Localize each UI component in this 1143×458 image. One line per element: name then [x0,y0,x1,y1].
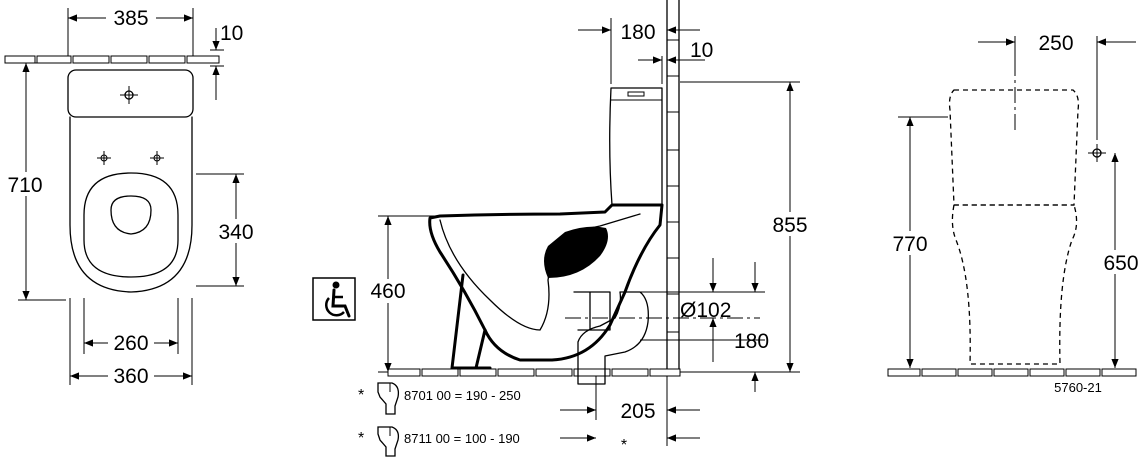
note-row-1: * 8701 00 = 190 - 250 [358,382,521,415]
dim-385-label: 385 [113,7,148,30]
side-pan-connector [577,291,649,385]
front-cistern-outline [948,89,1080,206]
dim-260-label: 260 [113,332,148,355]
dim-variable: * [560,434,700,454]
bowl-opening [110,195,152,235]
side-floor-tiles [387,368,681,377]
note-2-star: * [358,430,364,447]
bowl-outline [69,116,193,293]
dim-360: 360 [69,298,193,388]
dim-10-side-label: 10 [690,39,713,62]
fixing-hole-left [97,151,111,165]
cistern-outline [67,69,194,118]
note-1-text: 8701 00 = 190 - 250 [404,388,521,403]
dim-855: 855 [680,81,813,373]
side-trap [544,226,608,278]
cistern-flush-symbol [120,86,138,104]
pan-connector-icon [377,426,400,457]
dim-855-label: 855 [772,214,807,237]
dim-770: 770 [888,116,948,368]
dim-205-label: 205 [620,400,655,423]
side-outlet-pipe [573,291,611,331]
seat-outline [83,172,179,278]
dim-180-top-label: 180 [620,21,655,44]
dim-diameter-102-label: Ø102 [680,299,731,322]
top-view: 385 10 710 340 [2,5,258,388]
dim-250: 250 [978,32,1136,140]
dim-650: 650 [1101,153,1141,368]
dim-340: 340 [196,173,258,287]
dim-10-top: 10 [210,22,243,100]
front-fixing-point [1088,144,1106,162]
dim-180-bottom: 180 [709,318,769,392]
side-bowl [428,203,664,362]
dim-260: 260 [83,298,179,355]
wheelchair-icon [312,277,356,321]
dim-770-label: 770 [892,233,927,256]
dim-360-label: 360 [113,365,148,388]
dim-460-label: 460 [370,280,405,303]
side-wall [666,0,680,373]
dim-205: 205 [560,376,700,446]
front-bowl-outline [951,204,1078,365]
front-floor-tiles [887,368,1137,377]
drawing-number: 5760-21 [1054,380,1102,395]
dim-250-label: 250 [1038,32,1073,55]
dim-650-label: 650 [1103,252,1138,275]
front-view: 250 770 650 5760-21 [887,32,1141,395]
dim-710-label: 710 [7,174,42,197]
dim-340-label: 340 [218,221,253,244]
pan-connector-icon [377,382,400,415]
side-view: 180 10 855 460 [312,0,813,454]
note-1-star: * [358,387,364,404]
dim-180-top: 180 [578,18,700,84]
dim-variable-asterisk: * [621,437,627,454]
fixing-hole-right [150,151,164,165]
dim-diameter-102: Ø102 [640,258,765,341]
side-cistern [609,87,663,206]
dim-385: 385 [67,5,194,56]
connector-notes: * 8701 00 = 190 - 250 * 8711 00 = 100 - … [358,382,521,457]
dim-460: 460 [366,215,440,373]
note-2-text: 8711 00 = 100 - 190 [404,431,520,446]
note-row-2: * 8711 00 = 100 - 190 [358,426,520,457]
top-wall-tiles [4,55,220,64]
dim-10-side: 10 [638,39,713,84]
side-pedestal [450,273,492,370]
dim-10-top-label: 10 [220,22,243,45]
dim-710: 710 [2,62,66,301]
dim-180-bottom-label: 180 [734,330,769,353]
